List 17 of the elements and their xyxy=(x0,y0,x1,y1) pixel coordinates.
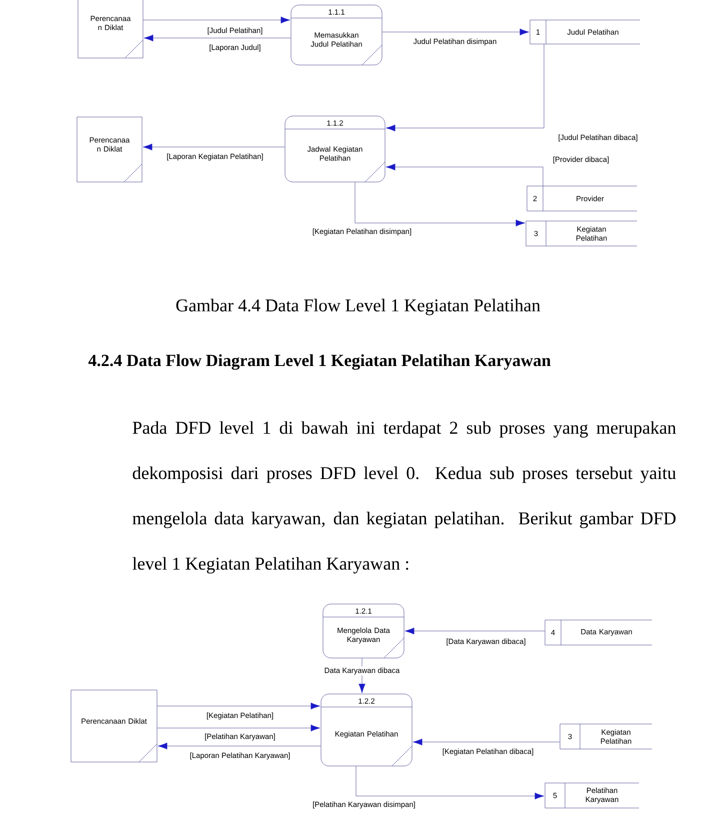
body-text: Pada DFD level 1 di bawah ini terdapat 2 sub proses yang merupakan dekomposisi dari proses DFD level 0. Kedua sub proses tersebut yaitu mengelola data karyawan, dan kegiatan pelatihan. Berikut gambar DFD level 1 Kegiatan Pelatihan Karyawan : xyxy=(132,421,676,574)
arrow xyxy=(404,628,545,634)
arrow xyxy=(386,44,544,132)
arrow xyxy=(358,658,366,694)
arrow xyxy=(144,34,291,42)
arrow xyxy=(386,164,544,186)
arrow xyxy=(382,28,530,36)
arrow xyxy=(157,702,320,710)
arrow xyxy=(354,182,526,226)
figure-caption: Gambar 4.4 Data Flow Level 1 Kegiatan Pelatihan xyxy=(176,298,540,316)
arrow xyxy=(157,724,320,732)
arrow xyxy=(158,742,321,750)
arrow xyxy=(356,766,544,800)
section-heading: 4.2.4 Data Flow Diagram Level 1 Kegiatan Pelatihan Karyawan xyxy=(88,354,551,370)
arrow xyxy=(412,738,560,746)
arrow xyxy=(143,16,290,24)
arrow xyxy=(142,144,285,150)
